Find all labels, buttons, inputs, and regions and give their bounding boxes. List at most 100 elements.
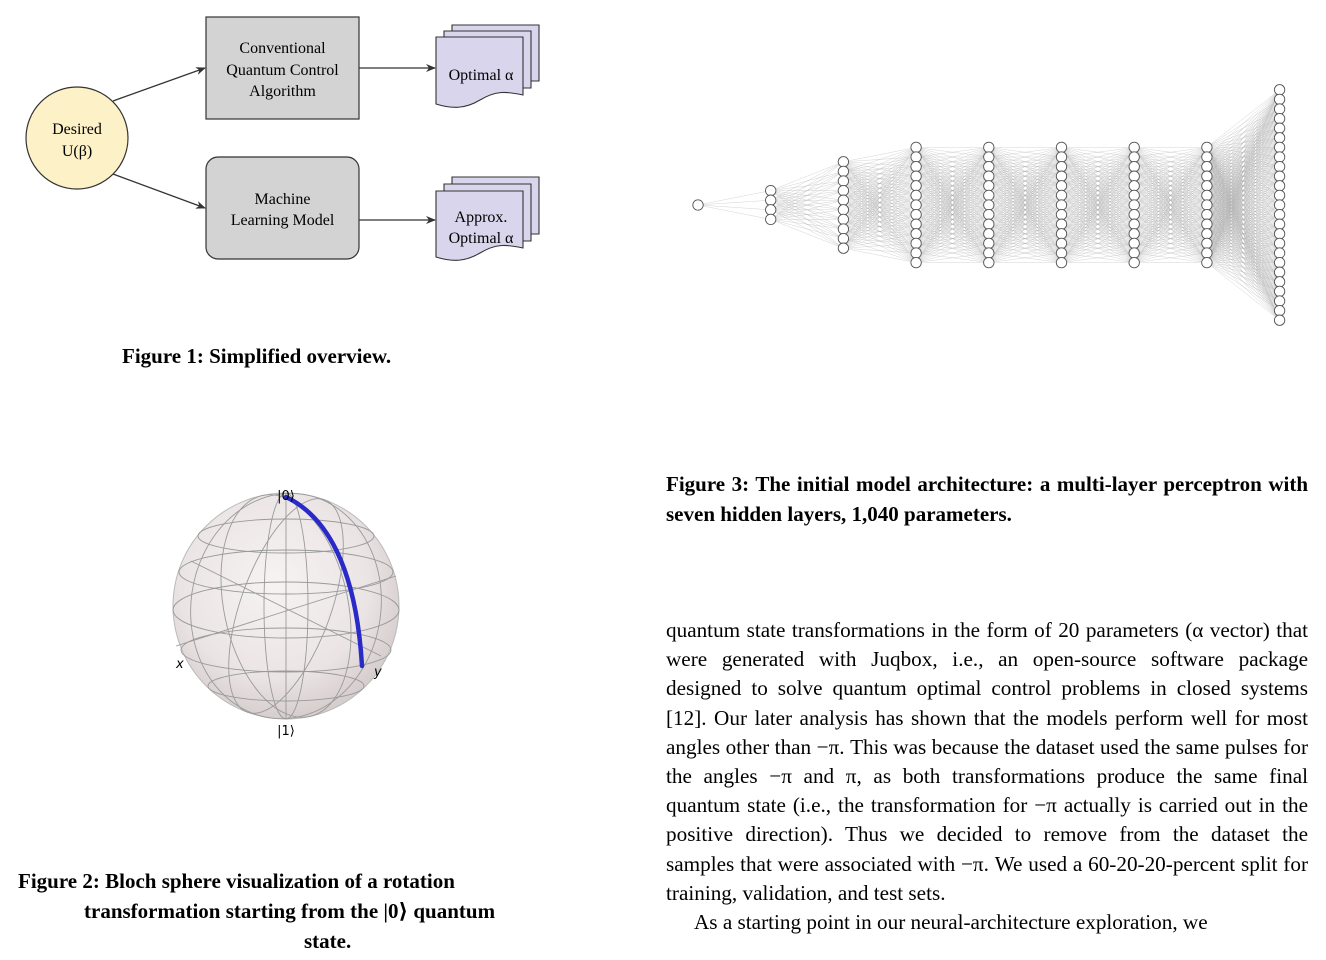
network-edge: [843, 147, 917, 191]
network-edge: [1134, 156, 1208, 263]
network-node-layer-6: [1128, 208, 1140, 221]
network-edge: [1206, 224, 1280, 263]
network-edge: [1206, 262, 1280, 302]
ket-1-label: |1⟩: [277, 724, 295, 739]
network-node-layer-2: [837, 184, 850, 197]
figure-2-caption-line-2: transformation starting from the |0⟩ qua…: [84, 899, 496, 923]
network-edge: [843, 166, 917, 249]
network-node-layer-8: [1273, 93, 1286, 106]
conventional-box-line-2: Quantum Control: [226, 62, 339, 79]
network-node-layer-4: [983, 237, 995, 250]
network-node-layer-6: [1128, 141, 1140, 154]
network-edge: [988, 176, 1062, 263]
network-edge: [915, 176, 989, 263]
network-node-layer-6: [1128, 247, 1140, 259]
figure-3: [680, 70, 1300, 340]
network-node-layer-8: [1273, 218, 1286, 230]
bloch-sphere: |0⟩ |1⟩ x y: [172, 489, 400, 739]
network-edge: [1134, 147, 1207, 167]
network-node-layer-8: [1273, 304, 1286, 317]
network-edge: [1206, 128, 1280, 263]
network-edge: [1061, 147, 1135, 206]
network-edge: [1134, 195, 1208, 263]
ml-model-box: [205, 156, 360, 260]
network-node-layer-3: [910, 160, 922, 173]
network-edge: [843, 147, 917, 239]
network-node-layer-5: [1055, 199, 1068, 211]
network-edge: [988, 147, 1062, 196]
network-edge: [988, 156, 1062, 263]
network-node-layer-7: [1201, 247, 1213, 259]
network-node-layer-6: [1128, 180, 1140, 192]
network-node-layer-7: [1201, 189, 1213, 202]
network-edge: [843, 233, 917, 249]
network-node-layer-6: [1128, 228, 1140, 240]
network-edge: [916, 147, 989, 196]
network-node-layer-5: [1055, 228, 1068, 240]
network-node-layer-8: [1273, 285, 1286, 298]
network-edge: [843, 248, 917, 254]
network-edge: [1206, 262, 1280, 311]
network-edge: [1206, 89, 1280, 225]
network-node-layer-3: [910, 189, 922, 202]
network-edge: [697, 190, 771, 206]
network-node-layer-1: [765, 204, 777, 216]
network-node-layer-5: [1055, 170, 1068, 182]
network-edge: [770, 161, 844, 220]
network-node-layer-3: [910, 180, 922, 192]
approx-optimal-alpha-document: Approx. Optimal α: [435, 176, 540, 261]
network-edge: [916, 147, 989, 167]
network-edge: [1134, 147, 1208, 244]
network-edge: [988, 147, 1062, 186]
network-node-layer-7: [1201, 141, 1213, 154]
network-edge: [988, 204, 1062, 263]
network-edge: [1061, 166, 1135, 263]
network-edge: [1061, 204, 1135, 263]
network-node-layer-7: [1201, 208, 1213, 221]
network-node-layer-8: [1273, 180, 1286, 192]
network-edge: [1061, 147, 1135, 167]
network-node-layer-7: [1201, 151, 1213, 163]
network-edge: [988, 252, 1062, 263]
network-node-layer-8: [1273, 151, 1286, 163]
network-node-layer-8: [1273, 132, 1286, 144]
network-node-layer-6: [1128, 151, 1140, 163]
network-edge: [915, 156, 989, 263]
network-edge: [916, 233, 989, 263]
network-edge: [988, 243, 1062, 263]
optimal-alpha-document: Optimal α: [435, 24, 540, 108]
y-axis-label: y: [373, 665, 382, 680]
network-node-layer-5: [1055, 208, 1068, 221]
network-node-layer-5: [1055, 151, 1068, 163]
network-edge: [915, 147, 989, 263]
network-edge: [1206, 166, 1280, 263]
network-edge: [843, 147, 917, 249]
network-edge: [1206, 137, 1280, 263]
network-edge: [1061, 243, 1135, 263]
figure-1-caption: Figure 1: Simplified overview.: [122, 344, 392, 368]
network-edge: [1061, 147, 1135, 177]
figure-2-caption-line-3: state.: [304, 929, 352, 953]
network-edge: [1206, 176, 1280, 263]
network-edge: [1061, 147, 1135, 196]
network-node-layer-3: [910, 237, 922, 250]
network-edge: [1134, 147, 1208, 254]
network-edge: [1134, 147, 1207, 196]
network-node-layer-8: [1273, 208, 1286, 221]
network-node-layer-3: [910, 228, 922, 240]
network-node-layer-6: [1128, 160, 1140, 173]
network-node-layer-7: [1201, 218, 1213, 230]
network-node-layer-8: [1273, 141, 1286, 154]
network-edge: [1134, 147, 1207, 177]
network-node-layer-8: [1273, 314, 1286, 326]
network-node-layer-8: [1273, 112, 1286, 125]
network-edge: [1134, 147, 1208, 215]
network-edge: [843, 156, 917, 249]
network-edge: [1061, 147, 1135, 186]
network-edge: [1206, 89, 1280, 177]
network-node-layer-8: [1273, 295, 1286, 307]
network-edge: [1206, 195, 1280, 263]
network-edge: [988, 147, 1062, 215]
network-edge: [770, 200, 844, 220]
network-nodes: [692, 84, 1286, 326]
